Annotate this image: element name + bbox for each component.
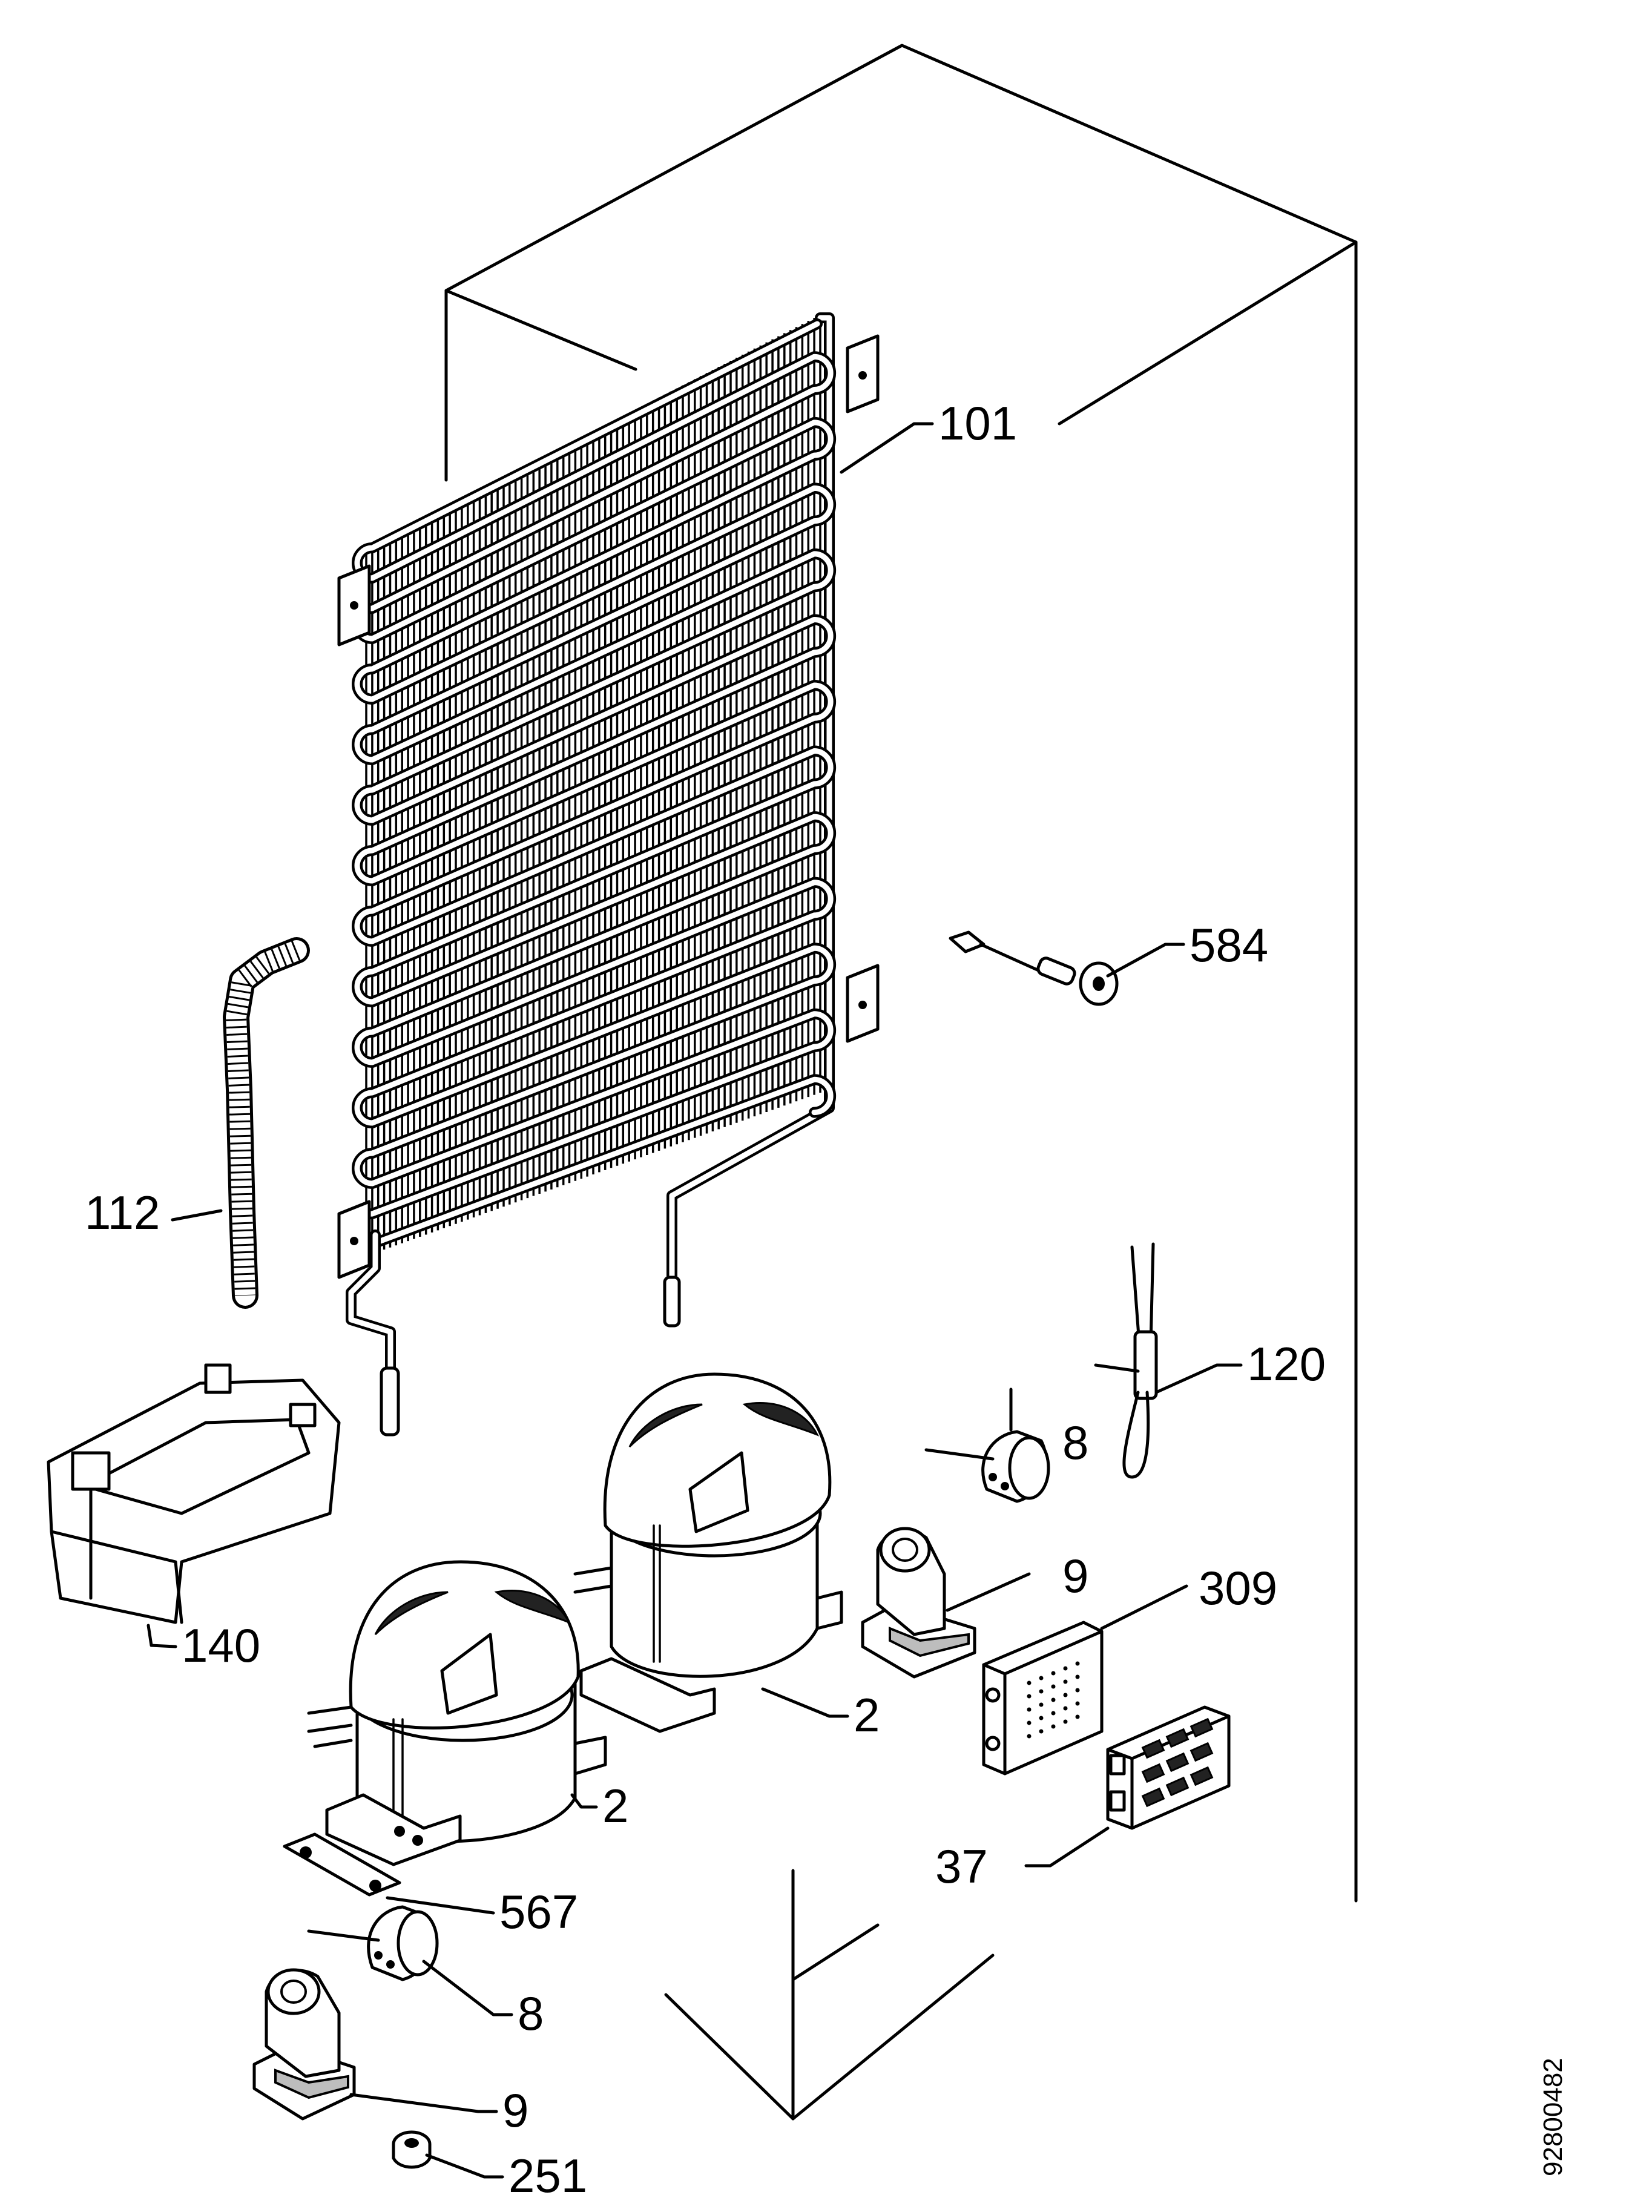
module-vent-dot [1075, 1701, 1080, 1706]
callout-251: 251 [508, 2149, 587, 2202]
callout-140: 140 [182, 1619, 260, 1672]
module-vent-dot [1039, 1689, 1044, 1694]
thermal-fuse [1094, 1242, 1158, 1479]
module-vent-dot [1051, 1697, 1056, 1702]
cabinet-outline [444, 44, 1358, 2121]
callout-9-upper: 9 [1062, 1549, 1088, 1602]
module-vent-dot [1051, 1711, 1056, 1716]
thermostat-probe [949, 930, 1119, 1006]
module-vent-dot [1027, 1707, 1032, 1712]
module-vent-dot [1063, 1706, 1068, 1711]
mounting-plate [283, 1832, 401, 1897]
callout-9-lower: 9 [502, 2084, 528, 2137]
clip-upper [861, 1527, 976, 1679]
leader-lines [146, 422, 1243, 2179]
module-vent-dot [1075, 1674, 1080, 1679]
callout-2-upper: 2 [854, 1688, 880, 1742]
callout-120: 120 [1247, 1337, 1326, 1391]
callout-567: 567 [499, 1885, 578, 1938]
module-vent-dot [1039, 1716, 1044, 1720]
module-vent-dot [1039, 1729, 1044, 1734]
module-vent-dot [1027, 1694, 1032, 1699]
clip-lower [252, 1968, 356, 2121]
grommet [392, 2130, 432, 2169]
module-vent-dot [1039, 1676, 1044, 1680]
module-vent-dot [1051, 1724, 1056, 1729]
compressor-upper [573, 1372, 843, 1733]
electronic-module [982, 1621, 1104, 1776]
module-vent-dot [1051, 1671, 1056, 1676]
drip-tray [47, 1363, 341, 1624]
module-vent-dot [1027, 1734, 1032, 1739]
module-vent-dot [1027, 1680, 1032, 1685]
module-vent-dot [1063, 1666, 1068, 1671]
callout-37: 37 [935, 1840, 988, 1893]
module-vent-dot [1063, 1719, 1068, 1724]
module-vent-dot [1075, 1688, 1080, 1693]
callout-309: 309 [1199, 1561, 1277, 1615]
callout-8-upper: 8 [1062, 1416, 1088, 1469]
callout-584: 584 [1190, 918, 1268, 972]
callout-2-lower: 2 [602, 1779, 628, 1832]
compressor-lower [307, 1560, 607, 1866]
callout-8-lower: 8 [518, 1987, 544, 2040]
module-vent-dot [1063, 1693, 1068, 1697]
module-vent-dot [1063, 1679, 1068, 1684]
overload-relay-lower [307, 1905, 439, 1981]
condenser-coil [337, 312, 880, 1437]
drain-hose [223, 937, 310, 1309]
control-board [1106, 1705, 1231, 1830]
callout-101: 101 [938, 397, 1017, 450]
drawing-code: 92800482 [1538, 2058, 1568, 2176]
module-vent-dot [1075, 1661, 1080, 1666]
module-vent-dot [1051, 1684, 1056, 1689]
callout-112: 112 [85, 1186, 160, 1239]
overload-relay-upper [924, 1430, 1050, 1503]
module-vent-dot [1027, 1720, 1032, 1725]
module-vent-dot [1039, 1702, 1044, 1707]
module-vent-dot [1075, 1714, 1080, 1719]
callout-labels: 101 584 112 140 120 8 9 309 2 2 37 567 8… [85, 397, 1568, 2202]
